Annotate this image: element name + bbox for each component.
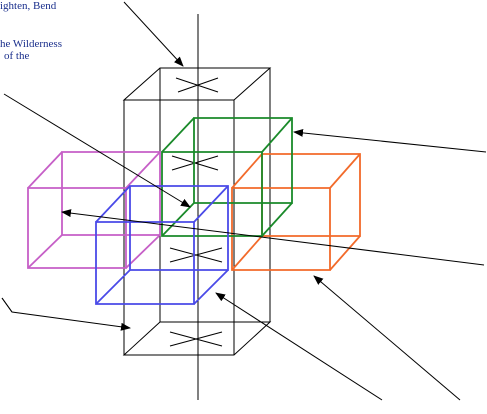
label-line-3: of the xyxy=(4,50,30,62)
arrow-to-blue-cube xyxy=(215,292,383,401)
label-line-2: he Wilderness xyxy=(0,38,62,50)
arrow-to-green-cube xyxy=(293,128,487,153)
arrow-to-orange-cube xyxy=(313,275,461,401)
blue-cube xyxy=(95,185,229,305)
arrow-to-bottom-face-2 xyxy=(1,297,131,331)
green-cube xyxy=(161,117,293,237)
tall-black-prism xyxy=(122,67,272,356)
label-line-1: ighten, Bend xyxy=(0,0,57,12)
arrow-to-top-face xyxy=(123,1,184,67)
arrow-to-magenta-cube xyxy=(61,209,485,266)
orange-cube xyxy=(231,153,361,271)
magenta-cube xyxy=(27,151,161,269)
arrow-to-cube-center xyxy=(3,93,191,208)
leader-arrows xyxy=(1,1,487,401)
